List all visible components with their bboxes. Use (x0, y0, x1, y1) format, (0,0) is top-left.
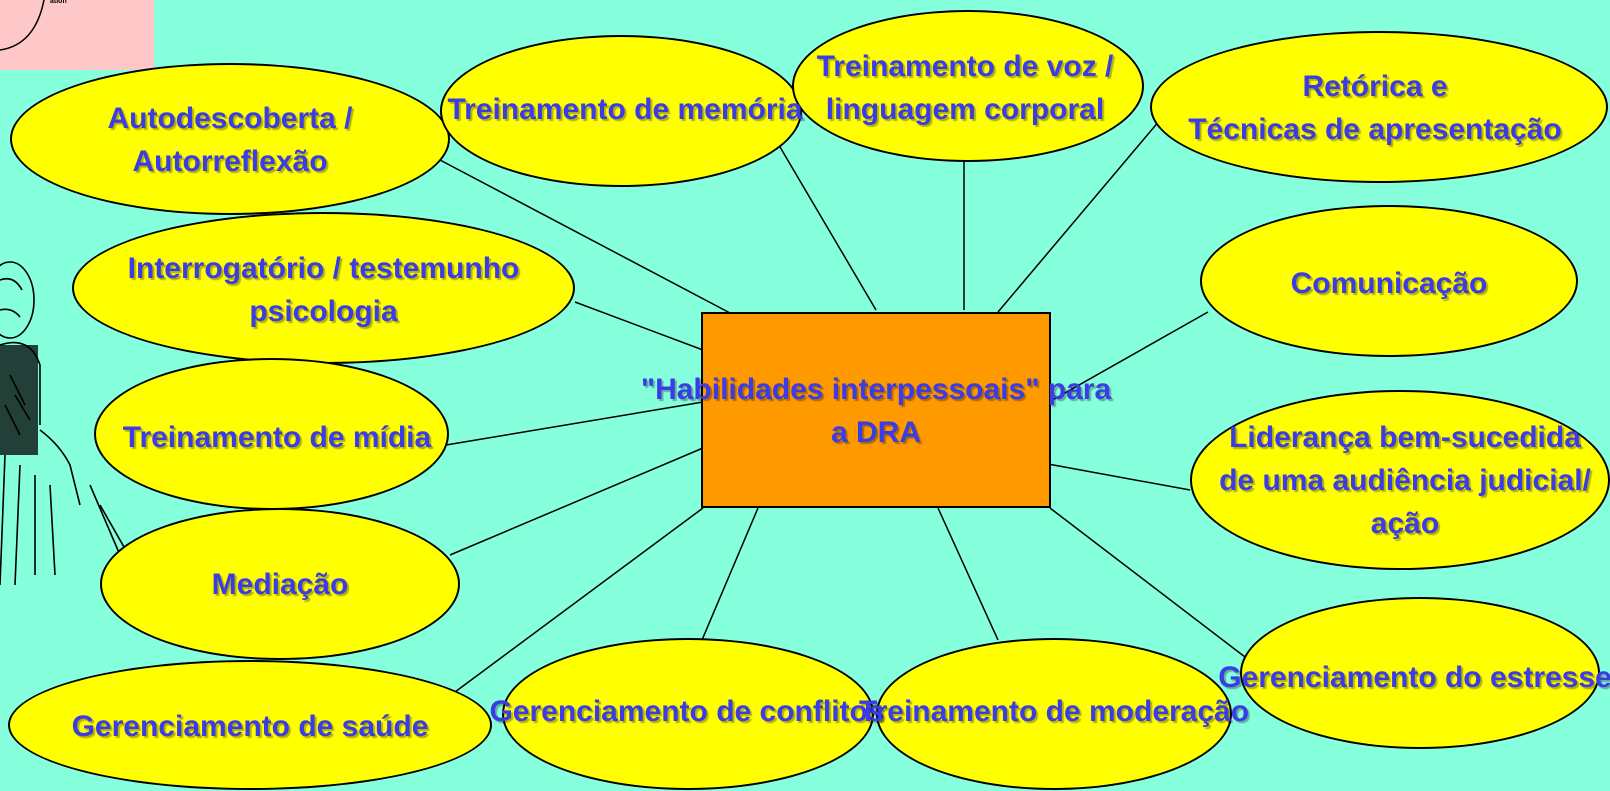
label-memoria: Treinamento de memória (390, 88, 860, 131)
label-mediacao: Mediação (100, 563, 460, 606)
label-midia: Treinamento de mídia (72, 416, 482, 459)
oval-moderacao (876, 638, 1232, 790)
label-moderacao: Treinamento de moderação (810, 690, 1298, 733)
connector-lideranca (1047, 463, 1191, 491)
corner-image: ation (0, 0, 154, 70)
label-interrogatorio-line2: psicologia (249, 295, 398, 328)
label-mediacao-text: Mediação (211, 568, 349, 601)
label-retorica-line1: Retórica e (1302, 70, 1448, 103)
label-saude: Gerenciamento de saúde (8, 705, 492, 748)
oval-midia (94, 358, 449, 510)
label-midia-text: Treinamento de mídia (122, 421, 432, 454)
oval-estresse (1240, 597, 1600, 749)
oval-mediacao (100, 508, 460, 660)
label-retorica: Retórica e Técnicas de apresentação (1140, 65, 1610, 151)
label-comunicacao: Comunicação (1200, 262, 1578, 305)
oval-interrogatorio (72, 212, 575, 364)
label-interrogatorio-line1: Interrogatório / testemunho (127, 252, 520, 285)
connector-retorica (997, 119, 1161, 313)
label-voz: Treinamento de voz / linguagem corporal (760, 45, 1170, 131)
center-topic-box (701, 312, 1051, 508)
center-topic-line1: "Habilidades interpessoais" para (640, 373, 1112, 406)
oval-voz (792, 10, 1144, 162)
oval-retorica (1150, 31, 1608, 183)
connector-comunicacao (1048, 311, 1209, 403)
label-autodescoberta: Autodescoberta / Autorreflexão (10, 97, 450, 183)
label-conflitos: Gerenciamento de conflitos (462, 690, 912, 733)
connector-conflitos (701, 507, 759, 641)
center-topic-label: "Habilidades interpessoais" para a DRA (576, 368, 1176, 454)
label-moderacao-text: Treinamento de moderação (858, 695, 1250, 728)
label-saude-text: Gerenciamento de saúde (71, 710, 429, 743)
label-estresse: Gerenciamento do estresse (1180, 656, 1610, 699)
connector-mediacao (449, 447, 704, 556)
label-lideranca-line3: ação (1370, 507, 1440, 540)
label-autodescoberta-line1: Autodescoberta / (107, 102, 353, 135)
connector-moderacao (937, 507, 999, 641)
label-lideranca-line2: de uma audiência judicial/ (1219, 464, 1591, 497)
oval-comunicacao (1200, 205, 1578, 357)
label-estresse-text: Gerenciamento do estresse (1218, 661, 1610, 694)
label-voz-line1: Treinamento de voz / (816, 50, 1114, 83)
label-memoria-text: Treinamento de memória (447, 93, 803, 126)
center-topic-line2: a DRA (830, 416, 921, 449)
label-autodescoberta-line2: Autorreflexão (132, 145, 328, 178)
connector-saude (454, 507, 704, 693)
label-lideranca-line1: Liderança bem-sucedida (1229, 421, 1581, 454)
oval-lideranca (1190, 390, 1610, 570)
label-voz-line2: linguagem corporal (825, 93, 1105, 126)
label-retorica-line2: Técnicas de apresentação (1188, 113, 1562, 146)
label-comunicacao-text: Comunicação (1290, 267, 1488, 300)
connector-estresse (1049, 507, 1246, 658)
oval-conflitos (502, 638, 874, 790)
connector-autodescoberta (439, 159, 731, 314)
oval-saude (8, 660, 492, 790)
label-lideranca: Liderança bem-sucedida de uma audiência … (1170, 416, 1610, 545)
connector-memoria (769, 129, 877, 311)
connector-interrogatorio (574, 301, 704, 351)
oval-memoria (440, 35, 802, 187)
connector-midia (445, 401, 704, 446)
oval-autodescoberta (10, 63, 450, 215)
label-conflitos-text: Gerenciamento de conflitos (489, 695, 885, 728)
label-interrogatorio: Interrogatório / testemunho psicologia (72, 247, 575, 333)
corner-image-caption: ation (50, 0, 67, 5)
judge-sketch-image (0, 261, 140, 586)
